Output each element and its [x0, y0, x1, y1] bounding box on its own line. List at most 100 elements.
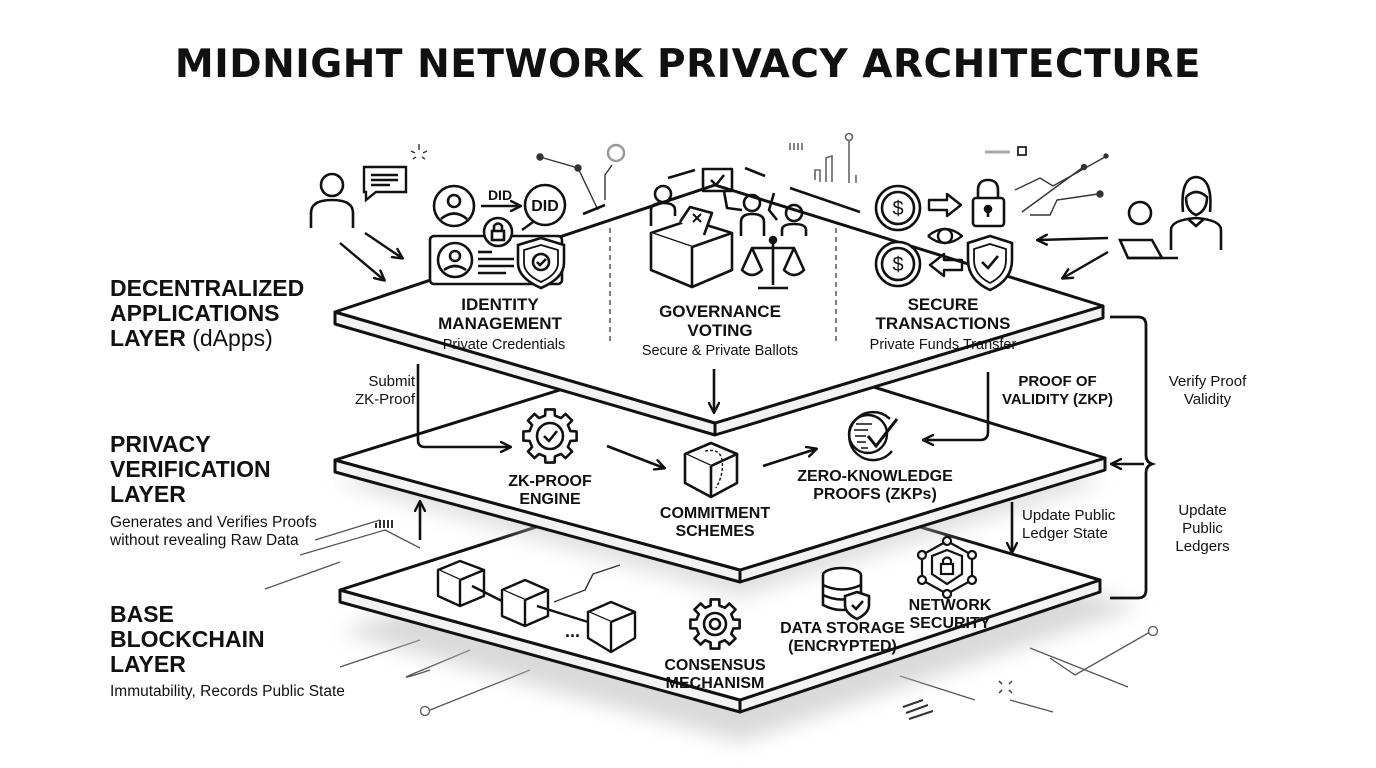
node-title-line: COMMITMENT [659, 505, 771, 522]
user-laptop-icon [1117, 200, 1178, 260]
flow-label-line: Ledgers [1175, 538, 1230, 555]
sparkle-small-icon [998, 680, 1013, 694]
flow-label-update-public-ledgers: Update Public Ledgers [1160, 502, 1245, 556]
layer-label-line: BLOCKCHAIN [110, 626, 265, 652]
did-arrow-label: DID [488, 187, 512, 203]
layer-label-line: PRIVACY [110, 431, 211, 457]
verify-proof-bracket [1110, 315, 1157, 600]
node-title-line: DATA STORAGE [780, 620, 905, 637]
gear-check-icon [522, 408, 578, 464]
submit-zk-proof-arrow [416, 364, 510, 447]
flow-label-line: Update Public [1022, 507, 1116, 524]
flow-label-line: Ledger State [1022, 525, 1108, 542]
layer-label-base: BASE BLOCKCHAIN LAYER [110, 602, 265, 677]
flow-label-line: Submit [368, 373, 415, 390]
user-to-identity-arrow-2 [339, 242, 384, 280]
svg-text:$: $ [892, 254, 903, 276]
blockchain-cubes-icon [436, 559, 637, 654]
cube-icon [683, 441, 739, 499]
node-commitment-schemes: COMMITMENT SCHEMES [640, 505, 790, 541]
node-identity-management: IDENTITY MANAGEMENT [400, 295, 600, 333]
node-zk-proof-engine: ZK-PROOF ENGINE [480, 473, 620, 509]
layer-label-word: LAYER [110, 325, 186, 351]
flow-label-line: ZK-Proof [354, 391, 415, 408]
user-to-identity-arrow [364, 232, 402, 258]
page-title: MIDNIGHT NETWORK PRIVACY ARCHITECTURE [174, 42, 1202, 87]
node-governance-subtitle: Secure & Private Ballots [641, 343, 799, 359]
node-title-line: GOVERNANCE [659, 302, 781, 321]
dollar-coin-icon: $ $ [874, 184, 922, 288]
flow-label-line: PROOF OF [1018, 373, 1097, 390]
decorative-circuit-lines [264, 519, 1159, 717]
bar-chart-decor-icon [789, 132, 857, 183]
layer-label-dapps: DECENTRALIZED APPLICATIONS LAYER (dApps) [110, 276, 304, 351]
network-lock-icon [916, 535, 978, 600]
transfer-arrows-icon [927, 192, 964, 278]
sparkle-icon [410, 144, 428, 160]
consensus-gear-icon [689, 598, 741, 650]
node-title-line: CONSENSUS [664, 657, 766, 674]
padlock-icon [971, 178, 1006, 228]
node-network-security: NETWORK SECURITY [895, 597, 1005, 633]
svg-text:$: $ [892, 198, 903, 220]
node-title-line: PROOFS (ZKPs) [813, 486, 937, 503]
woman-user-icon [1169, 175, 1223, 250]
chat-bubble-icon [362, 165, 408, 203]
user-icon [309, 172, 355, 228]
proof-of-validity-arrow [924, 372, 990, 440]
flow-label-submit-zk-proof: Submit ZK-Proof [330, 373, 415, 409]
node-title-line: ZK-PROOF [508, 473, 592, 490]
dapps-plane [333, 183, 1105, 437]
node-identity-subtitle: Private Credentials [442, 337, 566, 353]
user-to-transactions-arrow [1038, 238, 1109, 240]
ballot-box-icon [582, 166, 861, 290]
shield-check-icon [966, 234, 1014, 292]
node-title-line: SECURE [907, 295, 979, 314]
flow-label-update-ledger-state: Update Public Ledger State [1022, 507, 1134, 543]
flow-label-line: VALIDITY (ZKP) [1001, 391, 1114, 408]
layer-desc-base: Immutability, Records Public State [110, 683, 345, 700]
layer-label-privacy: PRIVACY VERIFICATION LAYER [110, 432, 271, 507]
flow-label-line: Verify Proof [1168, 373, 1247, 390]
layer-desc-line: without revealing Raw Data [110, 532, 299, 549]
node-title-line: TRANSACTIONS [875, 314, 1011, 333]
decorative-top-elements [375, 132, 1109, 720]
did-badge-label: DID [531, 198, 559, 215]
node-title-line: SCHEMES [675, 523, 755, 540]
layer-label-line: DECENTRALIZED [110, 275, 305, 301]
node-governance-voting: GOVERNANCE VOTING [620, 302, 820, 340]
node-title-line: ZERO-KNOWLEDGE [797, 468, 953, 485]
layer-label-line: BASE [110, 601, 174, 627]
layer-label-line: LAYER [110, 651, 186, 677]
flow-label-line: Update [1178, 502, 1227, 519]
commitment-to-zkp-arrow [762, 449, 816, 468]
engine-to-commitment-arrow [606, 444, 664, 468]
node-title-line: IDENTITY [461, 295, 539, 314]
layer-desc-privacy: Generates and Verifies Proofs without re… [110, 514, 317, 550]
layer-label-line: VERIFICATION [110, 456, 271, 482]
node-consensus-mechanism: CONSENSUS MECHANISM [650, 657, 780, 693]
node-title-line: SECURITY [909, 615, 991, 632]
layer-desc-line: Generates and Verifies Proofs [110, 514, 317, 531]
layer-label-suffix: (dApps) [192, 325, 273, 351]
layer-label-line: LAYER (dApps) [110, 326, 304, 351]
node-data-storage: DATA STORAGE (ENCRYPTED) [775, 620, 910, 656]
user-to-transactions-arrow-2 [1063, 250, 1109, 278]
blockchain-ellipsis: ... [565, 621, 580, 641]
layer-label-line: LAYER [110, 481, 186, 507]
node-title-line: NETWORK [908, 597, 992, 614]
flow-label-proof-of-validity: PROOF OF VALIDITY (ZKP) [990, 373, 1125, 409]
node-transactions-subtitle: Private Funds Transfer [869, 337, 1017, 353]
node-title-line: ENGINE [519, 491, 581, 508]
flow-label-verify-proof: Verify Proof Validity [1155, 373, 1260, 409]
identity-card-icon [428, 183, 567, 290]
node-title-line: MANAGEMENT [438, 314, 562, 333]
fingerprint-check-icon [847, 410, 899, 462]
flow-label-line: Public [1182, 520, 1223, 537]
node-title-line: VOTING [687, 321, 753, 340]
flow-label-line: Validity [1183, 391, 1232, 408]
node-secure-transactions: SECURE TRANSACTIONS [843, 295, 1043, 333]
layer-label-line: APPLICATIONS [110, 300, 280, 326]
